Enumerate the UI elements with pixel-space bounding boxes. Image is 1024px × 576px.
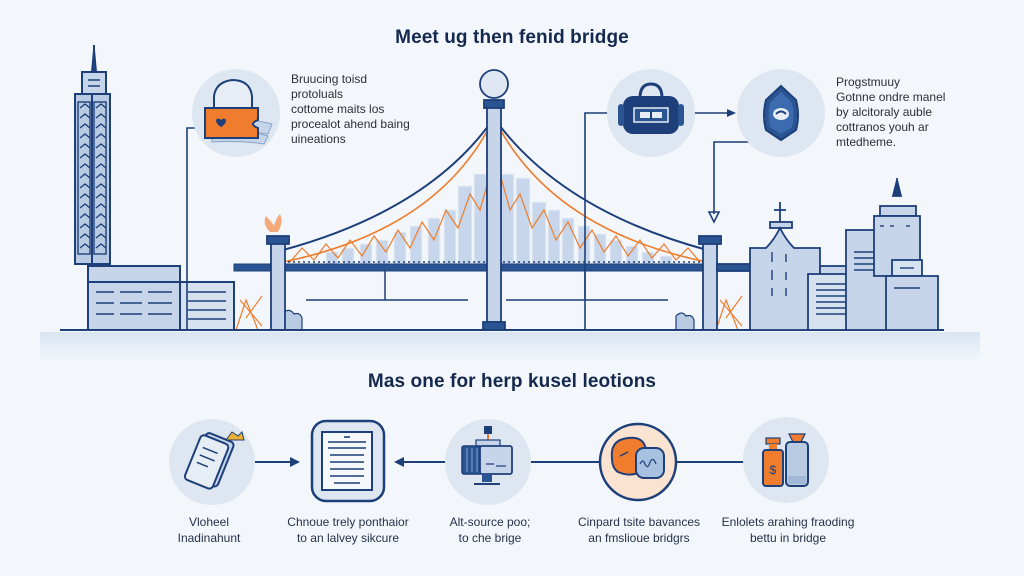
note-line: procealot ahend baing [291, 117, 410, 131]
caption-line: Cinpard tsite bavances [577, 515, 701, 529]
connector-lines-right [584, 112, 755, 330]
arrow-left-icon [394, 457, 404, 467]
note-line: Gotnne ondre manel [836, 90, 946, 104]
step-5-icon[interactable]: $ [743, 417, 829, 503]
left-note: Bruucing toisd protoluals cottome maits … [291, 72, 410, 147]
step-caption: Enlolets arahing fraoding bettu in bridg… [698, 514, 878, 546]
right-note: Progstmuuy Gotnne ondre manel by alcitor… [836, 75, 945, 150]
section-title: Mas one for herp kusel leotions [367, 371, 657, 392]
note-line: protoluals [291, 87, 344, 101]
arrow-right-icon [727, 109, 736, 117]
note-line: mtedheme. [836, 135, 897, 149]
note-line: Bruucing toisd [291, 72, 368, 86]
arrow-right-icon [290, 457, 300, 467]
step-caption: Alt-source poo; to che brige [400, 514, 580, 546]
step-caption: Vloheel Inadinahunt [119, 514, 299, 546]
arrow-down-icon [707, 211, 721, 224]
caption-line: an fmslioue bridgrs [588, 531, 690, 545]
caption-line: Alt-source poo; [449, 515, 531, 529]
caption-line: to che brige [458, 531, 522, 545]
step-4-icon[interactable] [598, 422, 678, 502]
briefcase-icon [607, 69, 695, 157]
dollar-glyph: $ [770, 463, 777, 477]
suspension-bridge [60, 69, 944, 331]
caption-line: Inadinahunt [177, 531, 241, 545]
shield-icon [737, 69, 825, 157]
note-line: cottome maits los [291, 102, 385, 116]
caption-line: to an lalvey sikcure [296, 531, 400, 545]
caption-line: Enlolets arahing fraoding [721, 515, 855, 529]
ground-shadow [40, 332, 980, 362]
step-1-icon[interactable] [169, 419, 255, 505]
right-city-buildings [716, 178, 939, 331]
step-caption: Cinpard tsite bavances an fmslioue bridg… [549, 514, 729, 546]
caption-line: Vloheel [188, 515, 230, 529]
step-3-icon[interactable] [445, 419, 531, 505]
step-2-icon[interactable] [310, 419, 386, 503]
note-line: by alcitoraly auble [836, 105, 933, 119]
note-line: Progstmuuy [836, 75, 901, 89]
lock-wallet-icon [192, 69, 280, 157]
step-caption: Chnoue trely ponthaior to an lalvey sikc… [258, 514, 438, 546]
page-title: Meet ug then fenid bridge [395, 27, 629, 48]
note-line: cottranos youh ar [836, 120, 929, 134]
caption-line: Chnoue trely ponthaior [287, 515, 409, 529]
left-skyscraper [74, 45, 235, 331]
flame-icon [264, 214, 282, 232]
caption-line: bettu in bridge [749, 531, 827, 545]
note-line: uineations [291, 132, 346, 146]
